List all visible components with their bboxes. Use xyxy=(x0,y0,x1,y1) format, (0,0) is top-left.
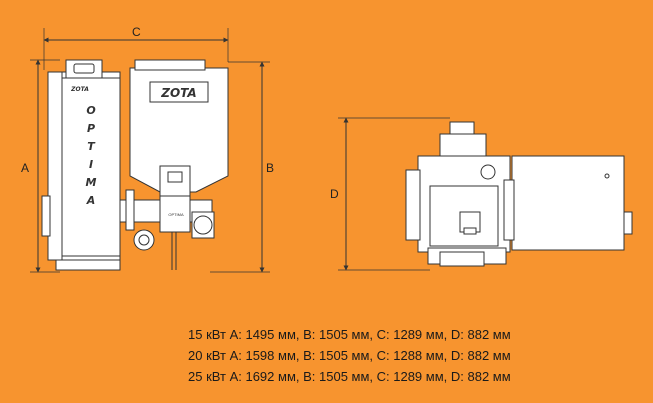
spec-values: A: 1495 мм, B: 1505 мм, C: 1289 мм, D: 8… xyxy=(229,327,511,342)
dimension-a-label: A xyxy=(21,161,29,175)
side-hopper xyxy=(511,155,625,251)
spec-values: A: 1598 мм, B: 1505 мм, C: 1288 мм, D: 8… xyxy=(229,348,511,363)
model-letter: P xyxy=(87,122,95,135)
dimension-c-label: C xyxy=(132,25,141,39)
model-letter: I xyxy=(89,158,93,171)
model-letter: О xyxy=(86,104,95,117)
dimension-d-label: D xyxy=(330,187,339,201)
spec-row-20kw: 20 кВт A: 1598 мм, B: 1505 мм, C: 1288 м… xyxy=(188,345,628,366)
specifications: 15 кВт A: 1495 мм, B: 1505 мм, C: 1289 м… xyxy=(188,324,628,387)
motor xyxy=(193,215,213,235)
model-letter: T xyxy=(87,140,96,153)
fan xyxy=(133,229,155,251)
model-letters: О P T I M A xyxy=(86,104,97,207)
spec-values: A: 1692 мм, B: 1505 мм, C: 1289 мм, D: 8… xyxy=(229,369,511,384)
spec-row-25kw: 25 кВт A: 1692 мм, B: 1505 мм, C: 1289 м… xyxy=(188,366,628,387)
spec-row-15kw: 15 кВт A: 1495 мм, B: 1505 мм, C: 1289 м… xyxy=(188,324,628,345)
model-letter: A xyxy=(86,194,96,207)
control-logo: ZOTA xyxy=(70,86,89,93)
spec-power: 25 кВт xyxy=(188,369,226,384)
hopper-logo: ZOTA xyxy=(160,86,196,100)
feeder-label: OPTIMA xyxy=(168,212,184,217)
front-view xyxy=(30,28,270,273)
dimension-b-label: B xyxy=(266,161,274,175)
boiler-base xyxy=(55,259,121,271)
model-letter: M xyxy=(86,176,97,189)
spec-power: 20 кВт xyxy=(188,348,226,363)
thermometer xyxy=(480,164,496,180)
spec-power: 15 кВт xyxy=(188,327,226,342)
side-view xyxy=(338,117,633,271)
